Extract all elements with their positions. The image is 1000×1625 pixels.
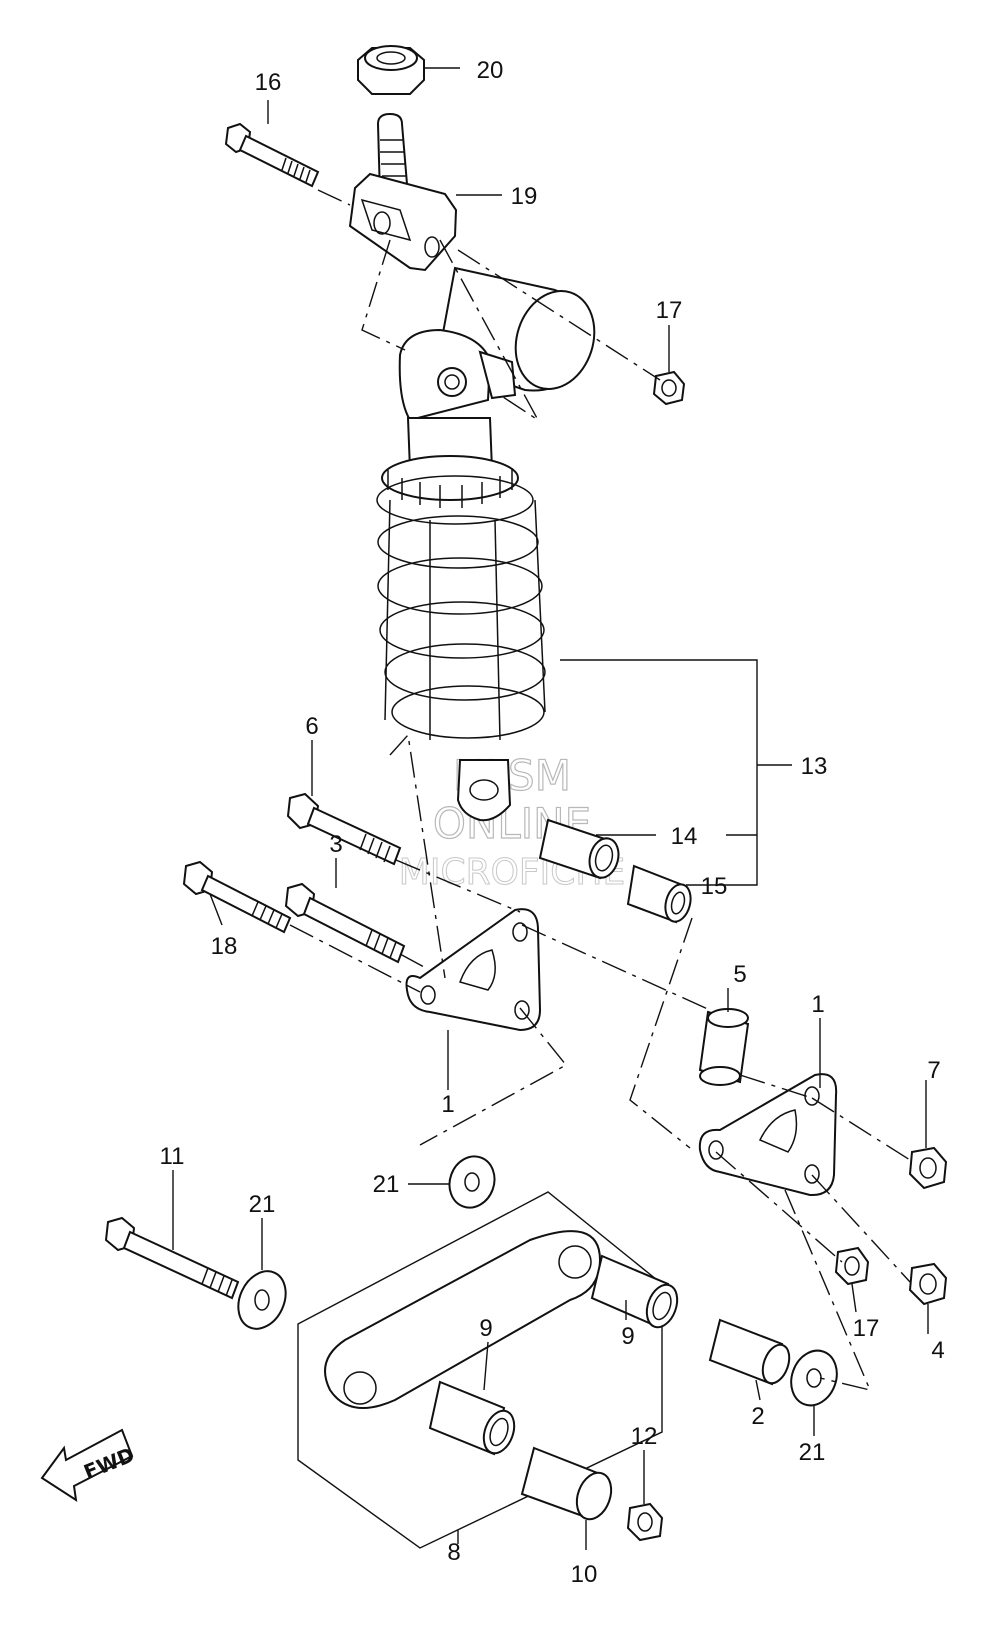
part-20-cap-nut: [357, 45, 425, 95]
part-9-bearing-upper: [590, 1254, 679, 1329]
callout-21-c: 21: [799, 1439, 826, 1466]
callout-11: 11: [160, 1143, 185, 1170]
part-8-linkage-arm: [297, 1191, 663, 1549]
part-4-nut: [908, 1262, 948, 1306]
callout-6: 6: [305, 713, 318, 740]
callout-7: 7: [927, 1057, 940, 1084]
callout-16: 16: [255, 69, 282, 96]
part-21-washer-c: [790, 1349, 838, 1407]
part-12-nut: [626, 1502, 664, 1542]
part-18-bolt: [182, 860, 292, 934]
part-11-bolt: [104, 1216, 240, 1300]
callout-1-right: 1: [811, 991, 824, 1018]
callout-15: 15: [701, 873, 728, 900]
callout-12: 12: [631, 1423, 658, 1450]
part-9-bearing-lower: [428, 1380, 516, 1456]
callout-9-upper: 9: [621, 1323, 634, 1350]
part-16-bolt: [224, 122, 320, 188]
callout-13: 13: [801, 753, 828, 780]
callout-10: 10: [571, 1561, 598, 1588]
part-1-right-plate: [698, 1073, 838, 1197]
callout-17-lower: 17: [853, 1315, 880, 1342]
fwd-direction-badge: FWD: [40, 1428, 138, 1503]
callout-4: 4: [931, 1337, 944, 1364]
part-5-collar: [698, 1008, 750, 1086]
assembly-lines: [289, 189, 911, 1392]
callout-17-upper: 17: [656, 297, 683, 324]
callout-8: 8: [447, 1539, 460, 1566]
leader-lines: [172, 67, 929, 1550]
part-2-collar: [708, 1318, 791, 1386]
callout-20: 20: [477, 57, 504, 84]
part-13-shock-absorber: [376, 266, 596, 822]
part-17-nut-upper: [652, 370, 686, 406]
callout-1-left: 1: [441, 1091, 454, 1118]
callout-18: 18: [211, 933, 238, 960]
callout-21-a: 21: [373, 1171, 400, 1198]
callout-21-b: 21: [249, 1191, 276, 1218]
part-6-bolt: [286, 792, 402, 866]
part-7-nut: [908, 1146, 948, 1190]
part-21-washer-a: [448, 1155, 496, 1209]
part-3-bolt: [284, 882, 406, 964]
part-17-nut-lower: [834, 1246, 870, 1286]
part-1-left-plate: [405, 908, 542, 1032]
callout-2: 2: [751, 1403, 764, 1430]
part-15-bushing: [626, 864, 692, 924]
part-10-collar: [520, 1446, 613, 1521]
callout-9-lower: 9: [479, 1315, 492, 1342]
part-14-bushing: [538, 818, 620, 880]
callouts: 20 16 19 17 13 6 14 3 15 18 5 1 7 1 11 2…: [160, 57, 945, 1588]
callout-19: 19: [511, 183, 538, 210]
callout-14: 14: [671, 823, 698, 850]
callout-3: 3: [329, 831, 342, 858]
part-19-upper-mount: [348, 112, 458, 272]
part-21-washer-b: [237, 1270, 287, 1330]
callout-5: 5: [733, 961, 746, 988]
